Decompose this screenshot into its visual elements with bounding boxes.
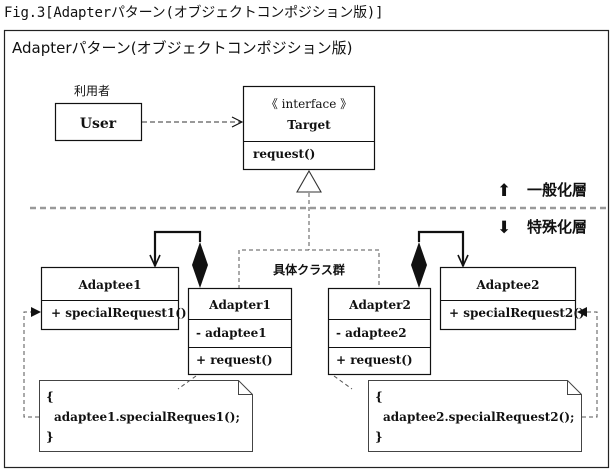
adaptee1-operation: + specialRequest1()	[51, 306, 187, 320]
note1-open-brace: {	[46, 390, 54, 404]
note2-anchor	[333, 375, 353, 390]
note-adapter1: { adaptee1.specialReques1(); }	[39, 380, 253, 452]
class-adaptee2: Adaptee2 + specialRequest2()	[439, 266, 585, 331]
note-adapter2: { adaptee2.specialRequest2(); }	[368, 380, 582, 452]
composition-line-adapter1-adaptee1	[149, 230, 202, 268]
concrete-group-boundary	[238, 249, 380, 289]
target-stereotype: 《 interface 》	[266, 97, 352, 111]
target-name: Target	[287, 118, 331, 132]
adapter1-operation: + request()	[196, 353, 273, 367]
adaptee2-name: Adaptee2	[475, 278, 539, 292]
adapter2-attribute: - adaptee2	[336, 326, 407, 340]
up-arrow-icon: ⬆	[497, 181, 511, 201]
composition-line-adapter2-adaptee2	[417, 230, 469, 268]
adaptee1-name: Adaptee1	[77, 278, 141, 292]
down-arrow-icon: ⬇	[497, 218, 511, 238]
class-adaptee1: Adaptee1 + specialRequest1()	[40, 266, 187, 331]
class-user-name: User	[80, 116, 117, 132]
user-stereotype-label: 利用者	[74, 84, 110, 98]
note2-open-brace: {	[375, 390, 383, 404]
note1-anchor	[177, 375, 197, 390]
adapter2-name: Adapter2	[348, 298, 411, 312]
target-operation: request()	[253, 147, 315, 161]
note1-body: adaptee1.specialReques1();	[54, 410, 240, 424]
lower-layer-label: 特殊化層	[527, 218, 587, 236]
note2-close-brace: }	[375, 430, 383, 444]
note2-body: adaptee2.specialRequest2();	[383, 410, 574, 424]
concrete-group-label: 具体クラス群	[273, 262, 345, 277]
figure-caption: Fig.3[Adapterパターン(オブジェクトコンポジション版)]	[4, 5, 384, 21]
note1-close-brace: }	[46, 430, 54, 444]
adapter2-operation: + request()	[336, 353, 413, 367]
frame-title: Adapterパターン(オブジェクトコンポジション版)	[12, 39, 352, 57]
class-adapter1: Adapter1 - adaptee1 + request()	[187, 287, 293, 376]
class-adapter2: Adapter2 - adaptee2 + request()	[327, 287, 432, 376]
class-target: 《 interface 》 Target request()	[242, 85, 376, 171]
upper-layer-label: 一般化層	[527, 181, 587, 199]
note1-call-arrow	[23, 307, 41, 418]
adapter1-attribute: - adaptee1	[196, 326, 267, 340]
adapter1-name: Adapter1	[208, 298, 271, 312]
class-user: User	[54, 102, 143, 142]
composition-diamond-adapter1	[192, 242, 208, 288]
adaptee2-operation: + specialRequest2()	[449, 306, 585, 320]
note2-call-arrow	[577, 307, 598, 418]
realization-triangle	[296, 169, 322, 193]
composition-diamond-adapter2	[411, 242, 427, 288]
